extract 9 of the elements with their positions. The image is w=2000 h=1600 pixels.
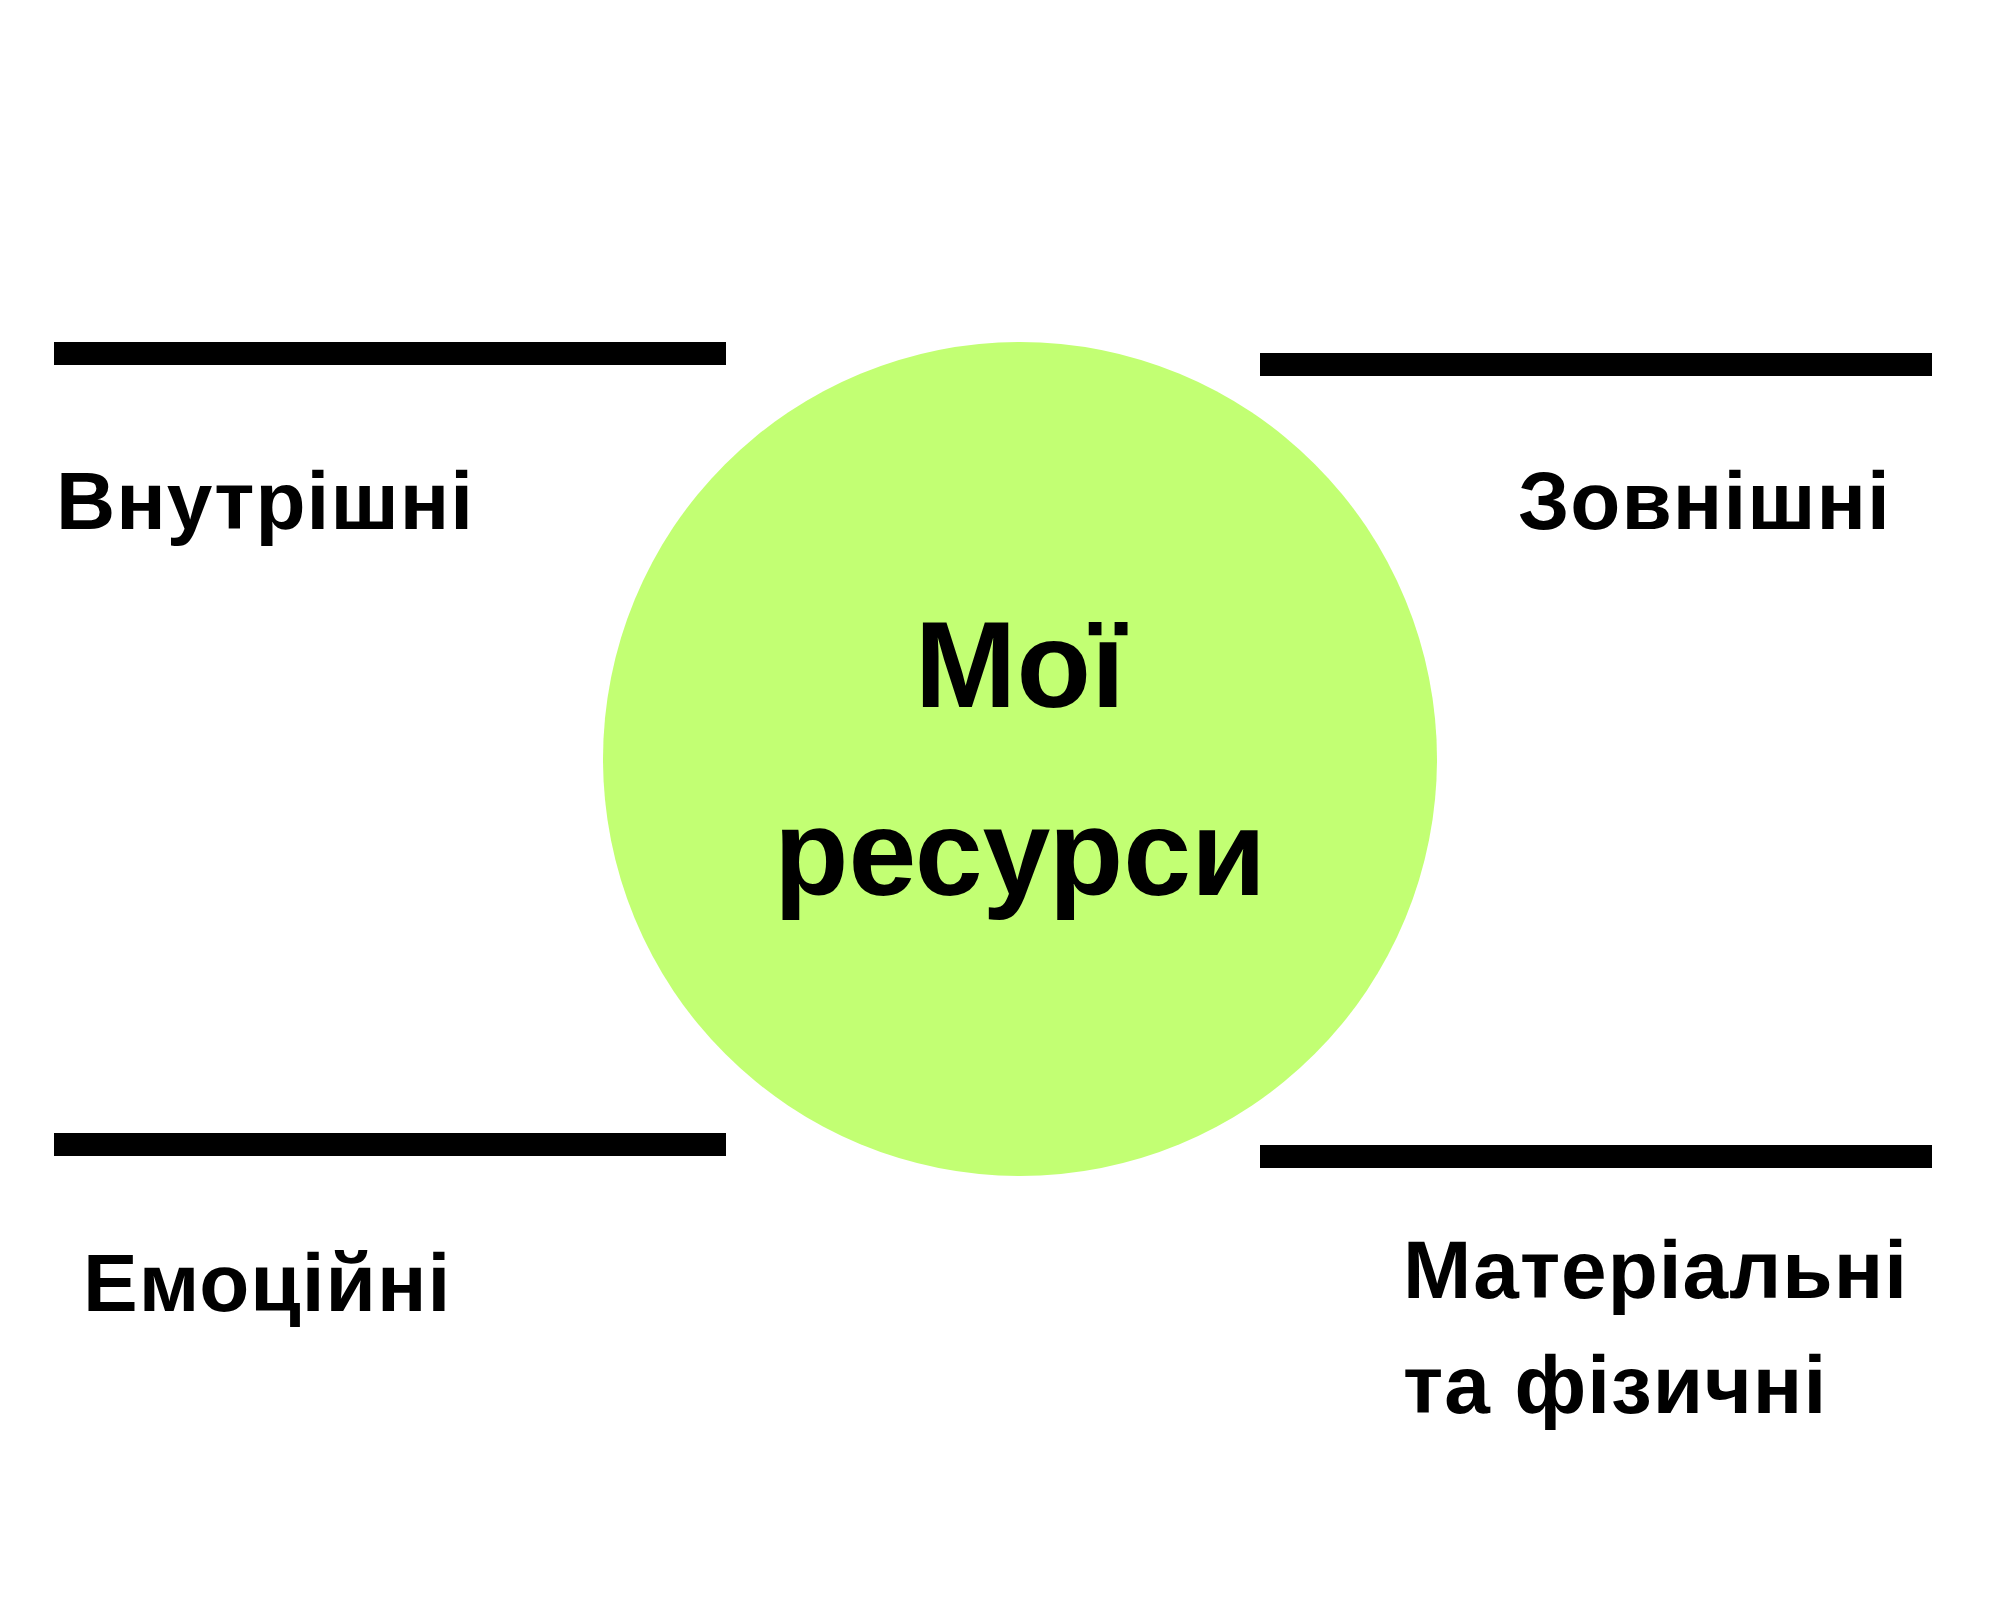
category-label: Матеріальні та фізичні bbox=[1403, 1223, 1909, 1432]
underline-bar bbox=[54, 1133, 726, 1156]
underline-bar bbox=[1260, 1145, 1932, 1168]
category-label: Внутрішні bbox=[56, 454, 475, 548]
category-label: Зовнішні bbox=[1518, 454, 1891, 548]
underline-bar bbox=[1260, 353, 1932, 376]
center-title: Мої ресурси bbox=[772, 596, 1268, 923]
underline-bar bbox=[54, 342, 726, 365]
category-label: Емоційні bbox=[83, 1236, 452, 1330]
